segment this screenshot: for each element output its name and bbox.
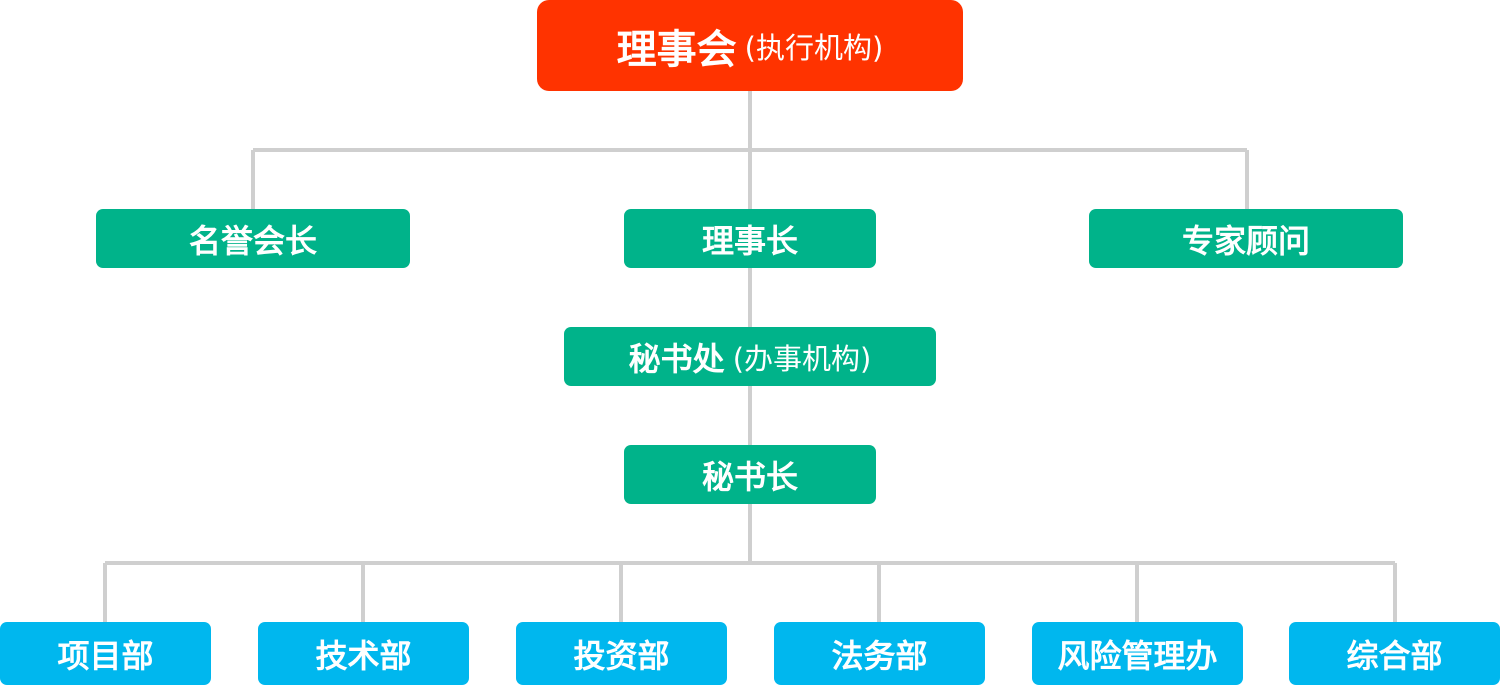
board-title: 理事会: [616, 26, 737, 73]
board-node: 理事会 (执行机构): [537, 0, 963, 91]
chairman-label: 理事长: [701, 221, 798, 260]
board-subtitle: (执行机构): [744, 30, 884, 65]
chairman-node: 理事长: [624, 209, 876, 268]
department-node: 法务部: [774, 622, 985, 685]
department-node: 技术部: [258, 622, 469, 685]
secretariat-title: 秘书处: [628, 339, 725, 378]
expert-advisor-node: 专家顾问: [1089, 209, 1403, 268]
secretariat-subtitle: (办事机构): [732, 341, 872, 376]
department-label: 风险管理办: [1057, 636, 1218, 675]
secretariat-node: 秘书处 (办事机构): [564, 327, 936, 386]
secretary-general-node: 秘书长: [624, 445, 876, 504]
honorary-president-label: 名誉会长: [188, 221, 317, 260]
department-node: 投资部: [516, 622, 727, 685]
department-label: 综合部: [1346, 636, 1443, 675]
department-label: 法务部: [831, 636, 928, 675]
department-node: 项目部: [0, 622, 211, 685]
expert-advisor-label: 专家顾问: [1181, 221, 1310, 260]
department-label: 技术部: [315, 636, 412, 675]
secretary-general-label: 秘书长: [701, 457, 798, 496]
honorary-president-node: 名誉会长: [96, 209, 410, 268]
department-node: 综合部: [1289, 622, 1500, 685]
department-node: 风险管理办: [1032, 622, 1243, 685]
department-label: 项目部: [57, 636, 154, 675]
department-label: 投资部: [573, 636, 670, 675]
